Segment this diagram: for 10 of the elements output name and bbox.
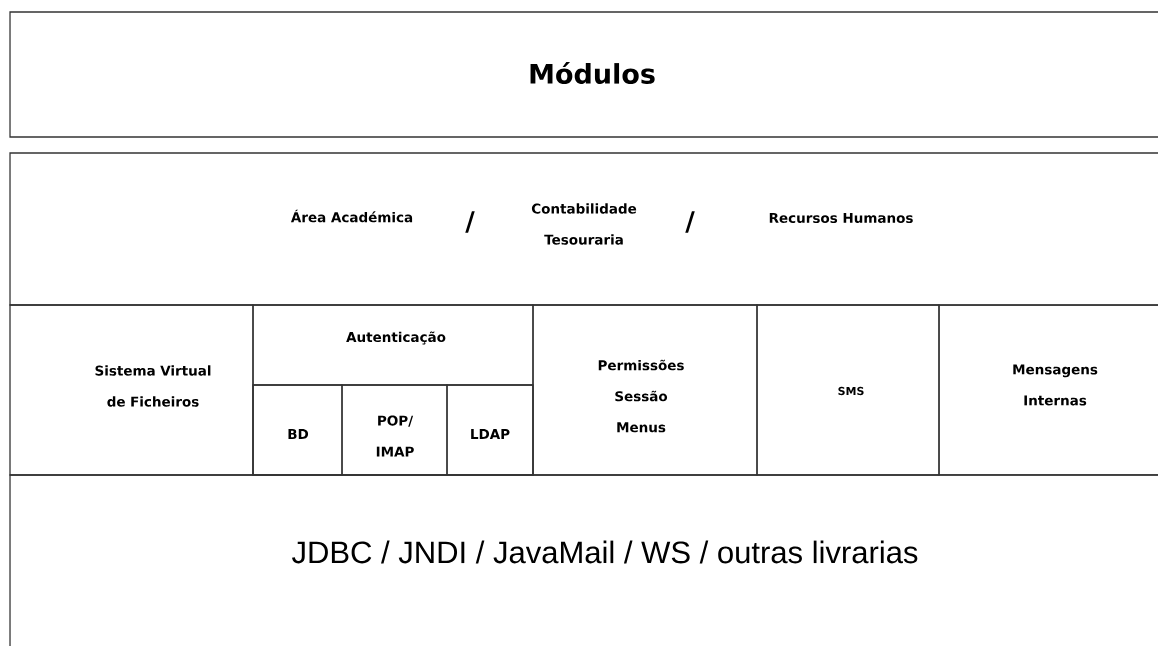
cell-box: Permissões Sessão Menus bbox=[532, 304, 758, 476]
band-box: JDBC / JNDI / JavaMail / WS / outras livrarias bbox=[9, 474, 1158, 646]
band-box: Área Académica / Contabilidade Tesouraria / Recursos Humanos bbox=[9, 152, 1158, 306]
cell-box: LDAP bbox=[446, 384, 534, 476]
cell-box: Sistema Virtual de Ficheiros bbox=[9, 304, 254, 476]
cell-box: BD bbox=[252, 384, 343, 476]
cell-box: Mensagens Internas bbox=[938, 304, 1158, 476]
header-box: Módulos bbox=[9, 11, 1158, 138]
cell-box: SMS bbox=[756, 304, 940, 476]
cell-box: POP/ IMAP bbox=[341, 384, 448, 476]
